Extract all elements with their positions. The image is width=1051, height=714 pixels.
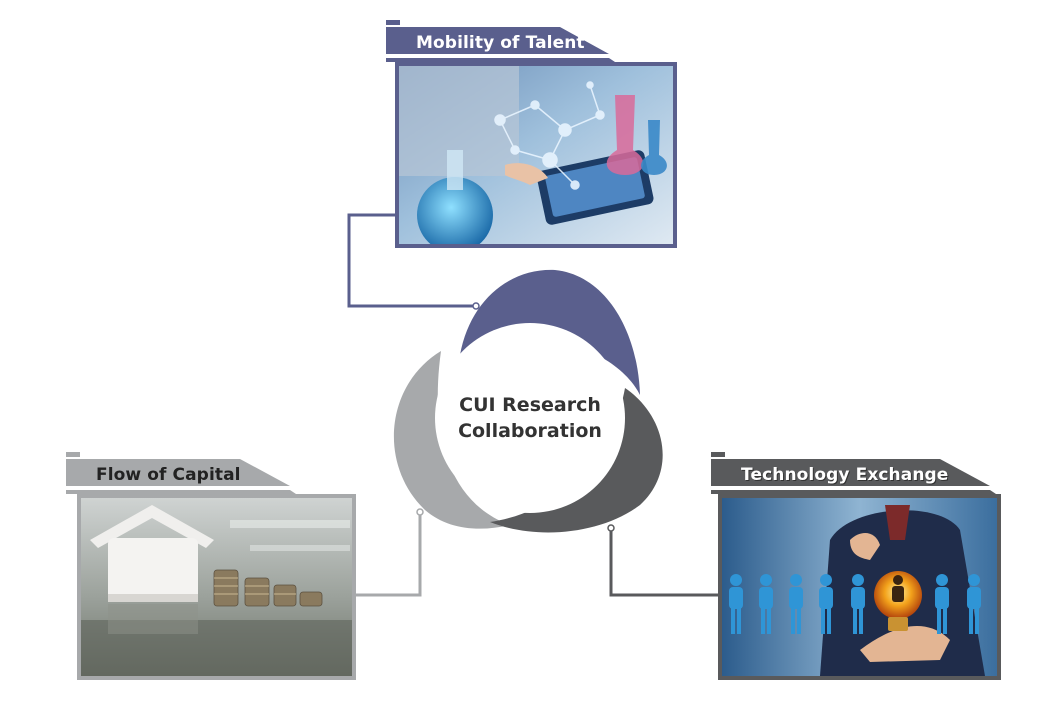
node-technology (711, 452, 1001, 680)
tab-header (386, 27, 609, 54)
photo-talent-idea (722, 498, 997, 676)
tab-underline (66, 490, 296, 494)
node-label-talent: Mobility of Talent (416, 33, 585, 53)
tab-accent (66, 452, 80, 457)
center-label-line-1: CUI Research (459, 394, 601, 416)
connector-talent (347, 213, 476, 308)
connector-technology (609, 528, 720, 597)
node-capital (66, 452, 356, 680)
connector-capital (354, 512, 422, 597)
collaboration-ring (393, 269, 663, 533)
photo-lab-science (399, 66, 673, 244)
photo-house-coins (81, 498, 352, 676)
node-label-technology: Technology Exchange (741, 465, 949, 485)
node-talent (386, 20, 677, 248)
tab-underline (711, 490, 996, 494)
center-label: CUI Research Collaboration (452, 392, 608, 444)
connector-technology-dot (607, 524, 615, 532)
tab-header (66, 459, 290, 486)
tab-accent (386, 20, 400, 25)
connector-capital-dot (416, 508, 424, 516)
center-label-line-2: Collaboration (458, 420, 602, 442)
node-label-capital: Flow of Capital (96, 465, 241, 485)
connector-talent-dot (472, 302, 480, 310)
tab-underline (386, 58, 615, 62)
tab-accent (711, 452, 725, 457)
ring-center (435, 323, 625, 513)
ring-segment-left (393, 351, 510, 529)
tab-header (711, 459, 990, 486)
